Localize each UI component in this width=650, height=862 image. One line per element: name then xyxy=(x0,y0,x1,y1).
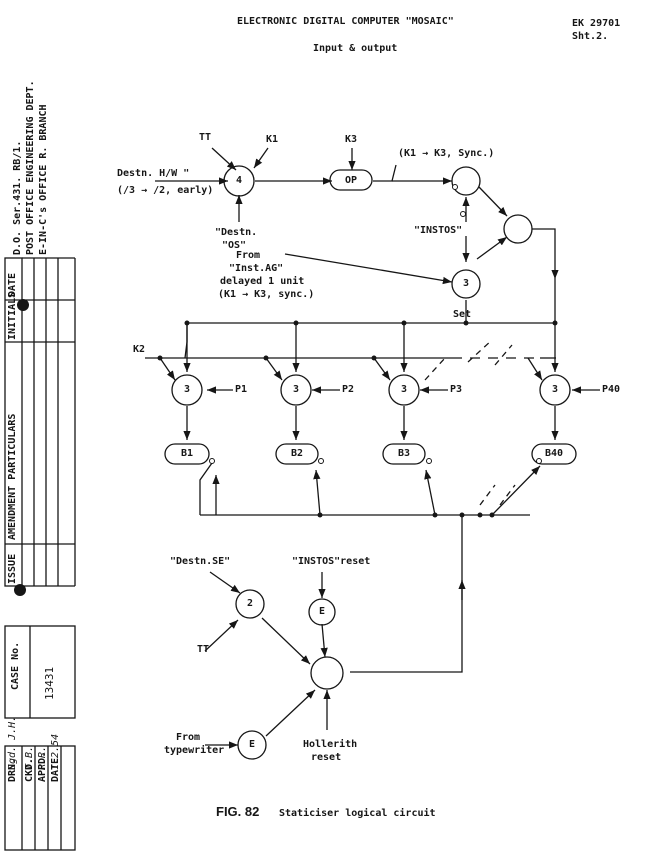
figure-number: FIG. 82 xyxy=(216,804,260,819)
label-destn-hw-sub: (/3 → /2, early) xyxy=(117,185,214,196)
dept-line-1: D.O. Ser.431. RB/1. xyxy=(12,140,23,255)
sign-value-date: 1.2.54 xyxy=(50,733,61,770)
gate-e-lower xyxy=(237,730,267,760)
dept-line-3: E-IN-C's OFFICE R. BRANCH xyxy=(38,104,49,255)
label-k1k3-sync: (K1 → K3, Sync.) xyxy=(398,148,495,159)
label-destn-se: "Destn.SE" xyxy=(170,556,231,567)
gate-2-label: 2 xyxy=(246,598,254,609)
signature-frame xyxy=(4,745,76,851)
gate-e-upper xyxy=(308,598,336,626)
store-b40 xyxy=(531,443,577,465)
label-hollerith-2: reset xyxy=(311,752,342,763)
label-destn-os-2: "OS" xyxy=(222,240,247,251)
input-tt: TT xyxy=(199,132,212,143)
filled-dot xyxy=(17,299,29,311)
dept-line-2: POST OFFICE ENGINEERING DEPT. xyxy=(25,80,36,255)
gate-2 xyxy=(235,589,265,619)
store-b2-label: B2 xyxy=(290,448,304,459)
case-label: CASE No. xyxy=(10,641,21,690)
label-from-inst-1: From xyxy=(236,250,261,261)
label-destn-hw: Destn. H/W " xyxy=(117,168,190,179)
gate-e-upper-label: E xyxy=(318,606,326,617)
sign-value-appd: R.R. xyxy=(37,745,48,770)
op-box xyxy=(329,169,373,191)
gate-4-label: 4 xyxy=(235,175,243,186)
sheet-number: Sht.2. xyxy=(572,31,609,42)
amendment-frame xyxy=(4,257,23,587)
pulse-p40: P40 xyxy=(602,384,621,395)
store-b1-label: B1 xyxy=(180,448,194,459)
case-frame xyxy=(4,625,76,719)
and-gate-2 xyxy=(280,374,312,406)
pulse-p1: P1 xyxy=(235,384,248,395)
store-b40-label: B40 xyxy=(544,448,564,459)
gate-3-set-label: 3 xyxy=(462,278,470,289)
label-from-tw-1: From xyxy=(176,732,201,743)
label-from-inst-4: (K1 → K3, sync.) xyxy=(218,289,315,300)
label-destn-os-1: "Destn. xyxy=(215,227,258,238)
input-k1: K1 xyxy=(266,134,279,145)
amend-particulars-header: AMENDMENT PARTICULARS xyxy=(7,413,18,540)
op-label: OP xyxy=(344,175,358,186)
store-b3 xyxy=(382,443,426,465)
store-b3-label: B3 xyxy=(397,448,411,459)
label-set: Set xyxy=(453,309,472,320)
gate-e-lower-label: E xyxy=(248,739,256,750)
store-b1 xyxy=(164,443,210,465)
figure-caption: Staticiser logical circuit xyxy=(279,808,436,819)
gate-4 xyxy=(223,165,255,197)
label-instos-reset: "INSTOS"reset xyxy=(292,556,371,567)
gate-3-set xyxy=(451,269,481,299)
reset-or-circle xyxy=(310,656,344,690)
and-gate-1 xyxy=(171,374,203,406)
store-b2 xyxy=(275,443,319,465)
and-gate-3 xyxy=(388,374,420,406)
label-from-inst-3: delayed 1 unit xyxy=(220,276,305,287)
filled-dot xyxy=(14,584,26,596)
pulse-p2: P2 xyxy=(342,384,355,395)
and-2-label: 3 xyxy=(292,384,300,395)
input-tt-lower: TT xyxy=(197,644,210,655)
pulse-p3: P3 xyxy=(450,384,463,395)
label-instos: "INSTOS" xyxy=(414,225,463,236)
label-from-tw-2: typewriter xyxy=(164,745,225,756)
upper-or-circle xyxy=(451,166,481,196)
and-gate-40 xyxy=(539,374,571,406)
label-from-inst-2: "Inst.AG" xyxy=(229,263,284,274)
document-subtitle: Input & output xyxy=(313,43,398,54)
right-or-circle xyxy=(503,214,533,244)
and-40-label: 3 xyxy=(551,384,559,395)
input-k3: K3 xyxy=(345,134,358,145)
sign-value-drn: Sgd. J.H. xyxy=(7,715,18,770)
and-1-label: 3 xyxy=(183,384,191,395)
document-ref: EK 29701 xyxy=(572,18,621,29)
sign-value-ckd: T.B. xyxy=(24,745,35,770)
amend-issue-header: ISSUE xyxy=(7,553,18,584)
document-title: ELECTRONIC DIGITAL COMPUTER "MOSAIC" xyxy=(237,16,454,27)
label-hollerith-1: Hollerith xyxy=(303,739,358,750)
input-k2: K2 xyxy=(133,344,146,355)
case-number: 13431 xyxy=(43,666,56,700)
amend-initials-header: INITIALS xyxy=(7,291,18,340)
and-3-label: 3 xyxy=(400,384,408,395)
